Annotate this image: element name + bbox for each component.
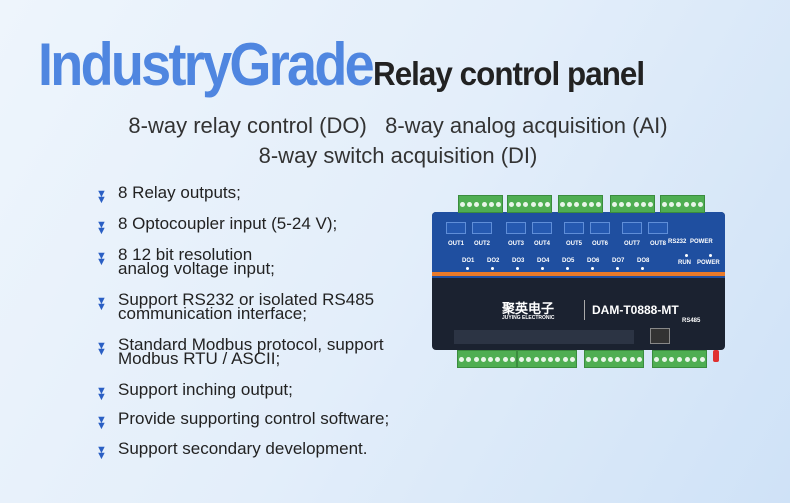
feature-text: Provide supporting control software; xyxy=(118,409,390,428)
do-label: DO2 xyxy=(487,258,500,264)
output-label: OUT6 xyxy=(592,241,609,247)
terminal-block xyxy=(584,350,644,368)
feature-text: communication interface; xyxy=(118,304,307,323)
do-led xyxy=(591,267,594,270)
terminal-block xyxy=(660,195,705,213)
do-led xyxy=(466,267,469,270)
feature-text: 8 12 bit resolution xyxy=(118,245,253,264)
feature-text: 8 Optocoupler input (5-24 V); xyxy=(118,214,338,233)
feature-text: 8 Relay outputs; xyxy=(118,183,241,202)
brand-en: JUYING ELECTRONIC xyxy=(502,315,555,321)
brand-logo: 聚英电子 xyxy=(502,301,555,316)
terminal-block xyxy=(507,195,552,213)
subtitle-line-1: 8-way relay control (DO) 8-way analog ac… xyxy=(128,113,668,138)
relay-indicator xyxy=(622,222,642,234)
double-chevron-down-icon: ▼▼ xyxy=(96,295,107,313)
do-led xyxy=(616,267,619,270)
double-chevron-down-icon: ▼▼ xyxy=(96,219,107,237)
power-led xyxy=(709,254,712,257)
feature-text: analog voltage input; xyxy=(118,259,275,278)
do-label: DO1 xyxy=(462,258,475,264)
feature-text: Support inching output; xyxy=(118,380,293,399)
rs485-label: RS485 xyxy=(682,318,701,324)
output-label: OUT2 xyxy=(474,241,491,247)
output-label: OUT7 xyxy=(624,241,641,247)
terminal-block xyxy=(558,195,603,213)
output-label: OUT3 xyxy=(508,241,525,247)
do-label: DO6 xyxy=(587,258,600,264)
subtitle-line-2: 8-way switch acquisition (DI) xyxy=(258,143,538,168)
do-led xyxy=(516,267,519,270)
terminal-block xyxy=(517,350,577,368)
rs232-label: RS232 xyxy=(668,239,687,245)
do-label: DO3 xyxy=(512,258,525,264)
feature-text: Support RS232 or isolated RS485 xyxy=(118,290,375,309)
do-label: DO7 xyxy=(612,258,625,264)
bottom-terminal-labels xyxy=(454,330,634,344)
device-stripe xyxy=(432,272,725,276)
headline-rest: Relay control panel xyxy=(373,55,645,92)
double-chevron-down-icon: ▼▼ xyxy=(96,188,107,206)
output-label: OUT5 xyxy=(566,241,583,247)
feature-text: Support secondary development. xyxy=(118,439,368,458)
ethernet-port xyxy=(650,328,670,344)
antenna xyxy=(713,350,719,362)
double-chevron-down-icon: ▼▼ xyxy=(96,385,107,403)
relay-indicator xyxy=(564,222,584,234)
do-led xyxy=(541,267,544,270)
do-led xyxy=(641,267,644,270)
double-chevron-down-icon: ▼▼ xyxy=(96,250,107,268)
relay-indicator xyxy=(590,222,610,234)
terminal-block xyxy=(458,195,503,213)
feature-item: ▼▼ Support inching output; xyxy=(96,380,293,403)
feature-item: ▼▼ 8 Optocoupler input (5-24 V); xyxy=(96,214,338,237)
relay-indicator xyxy=(446,222,466,234)
output-label: OUT1 xyxy=(448,241,465,247)
feature-text: Standard Modbus protocol, support xyxy=(118,335,384,354)
headline-highlight: IndustryGrade xyxy=(38,31,375,98)
feature-item: ▼▼ Provide supporting control software; xyxy=(96,409,390,432)
double-chevron-down-icon: ▼▼ xyxy=(96,444,107,462)
run-label: RUN xyxy=(678,260,691,266)
terminal-block xyxy=(652,350,707,368)
do-label: DO4 xyxy=(537,258,550,264)
model-label: DAM-T0888-MT xyxy=(592,303,679,317)
do-label: DO8 xyxy=(637,258,650,264)
terminal-block xyxy=(457,350,517,368)
relay-indicator xyxy=(648,222,668,234)
output-label: OUT8 xyxy=(650,241,667,247)
do-label: DO5 xyxy=(562,258,575,264)
double-chevron-down-icon: ▼▼ xyxy=(96,340,107,358)
divider xyxy=(584,300,585,320)
relay-indicator xyxy=(472,222,492,234)
headline: IndustryGrade Relay control panel xyxy=(38,30,659,99)
feature-item: ▼▼ Support secondary development. xyxy=(96,439,368,462)
feature-text: Modbus RTU / ASCII; xyxy=(118,349,281,368)
power-port-label: POWER xyxy=(690,239,713,245)
feature-item: ▼▼ 8 Relay outputs; xyxy=(96,183,241,206)
do-led xyxy=(491,267,494,270)
do-led xyxy=(566,267,569,270)
output-label: OUT4 xyxy=(534,241,551,247)
run-led xyxy=(685,254,688,257)
power-label: POWER xyxy=(697,260,720,266)
double-chevron-down-icon: ▼▼ xyxy=(96,414,107,432)
relay-indicator xyxy=(532,222,552,234)
terminal-block xyxy=(610,195,655,213)
relay-indicator xyxy=(506,222,526,234)
